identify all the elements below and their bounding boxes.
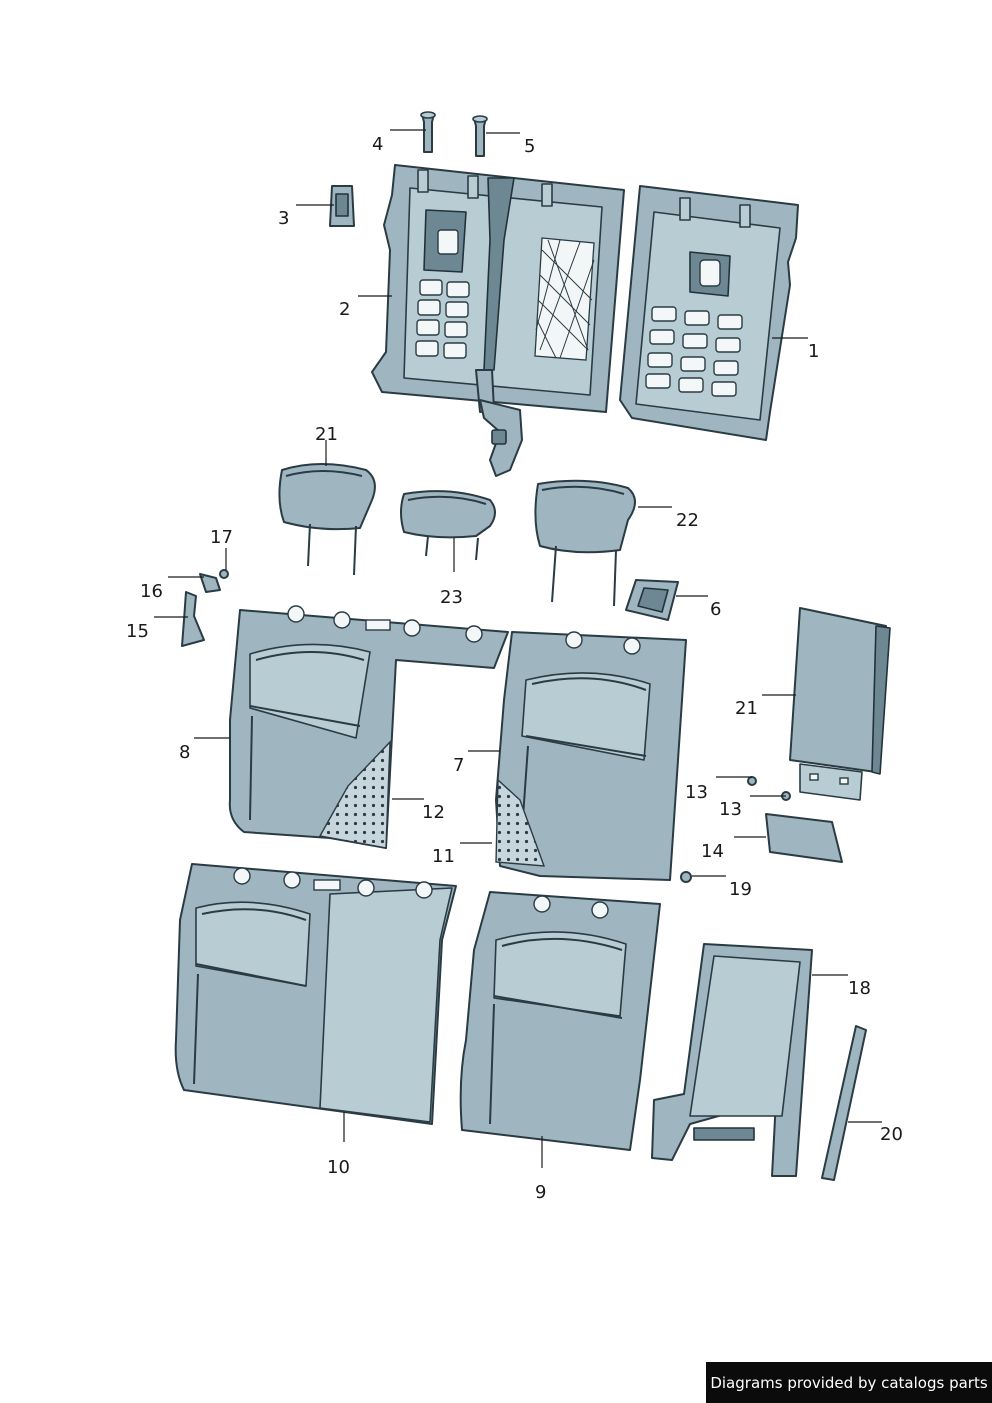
backrest-frame-left-part-2[interactable] xyxy=(371,164,625,413)
credit-text: Diagrams provided by catalogs parts xyxy=(710,1373,988,1392)
callout-6: 6 xyxy=(710,599,721,620)
callout-19: 20 xyxy=(880,1124,903,1145)
callout-21: 22 xyxy=(676,510,699,531)
clip-part-20[interactable] xyxy=(680,871,692,883)
trim-part-15[interactable] xyxy=(181,591,205,647)
headrest-right-part-21[interactable] xyxy=(534,479,636,607)
callout-22: 23 xyxy=(440,587,463,608)
pass-through-trim-part-6[interactable] xyxy=(625,579,679,621)
side-bolster-part-18[interactable] xyxy=(651,943,813,1177)
callout-3: 3 xyxy=(278,208,289,229)
screw-part-13-a[interactable] xyxy=(747,776,757,786)
armrest-part-23[interactable] xyxy=(789,607,891,801)
callout-18: 18 xyxy=(848,978,871,999)
callout-7: 7 xyxy=(453,755,464,776)
callout-20: 19 xyxy=(729,879,752,900)
backrest-frame-right-part-1[interactable] xyxy=(619,185,799,441)
screw-part-17[interactable] xyxy=(219,569,229,579)
callout-23: 21 xyxy=(735,698,758,719)
guide-sleeve-part-5[interactable] xyxy=(472,115,488,157)
backrest-cover-left-part-8[interactable] xyxy=(228,605,509,849)
headrest-left-part-21[interactable] xyxy=(278,463,376,576)
cover-plate-part-14[interactable] xyxy=(765,813,843,863)
belt-buckle xyxy=(479,399,523,477)
callout-11: 11 xyxy=(432,846,455,867)
callout-1: 1 xyxy=(808,341,819,362)
callout-9: 9 xyxy=(535,1182,546,1203)
callout-labels: 4 5 3 2 1 21 22 17 16 23 6 15 21 8 7 13 … xyxy=(126,134,903,1203)
callout-8: 8 xyxy=(179,742,190,763)
credit-banner: Diagrams provided by catalogs parts xyxy=(706,1362,992,1403)
callout-12: 12 xyxy=(422,802,445,823)
callout-2: 2 xyxy=(339,299,350,320)
perforated-insert-part-12[interactable] xyxy=(318,740,391,849)
callout-13: 13 xyxy=(685,782,708,803)
callout-14: 14 xyxy=(701,841,724,862)
backrest-pad-right-part-9[interactable] xyxy=(459,891,661,1151)
backrest-cover-right-part-7[interactable] xyxy=(495,631,687,881)
callout-17: 17 xyxy=(210,527,233,548)
perforated-insert-part-11[interactable] xyxy=(495,778,546,867)
callout-16: 16 xyxy=(140,581,163,602)
leader-lines xyxy=(154,129,882,1168)
callout-21: 21 xyxy=(315,424,338,445)
clip-part-16[interactable] xyxy=(199,573,221,593)
callout-15: 15 xyxy=(126,621,149,642)
callout-5: 5 xyxy=(524,136,535,157)
guide-sleeve-part-4[interactable] xyxy=(420,111,436,153)
callout-10: 10 xyxy=(327,1157,350,1178)
callout-4: 4 xyxy=(372,134,383,155)
cover-cap-part-3[interactable] xyxy=(329,185,355,227)
headrest-center-part-22[interactable] xyxy=(400,490,496,561)
backrest-pad-left-part-10[interactable] xyxy=(174,863,457,1125)
trim-strip-part-19[interactable] xyxy=(821,1025,867,1181)
callout-13: 13 xyxy=(719,799,742,820)
